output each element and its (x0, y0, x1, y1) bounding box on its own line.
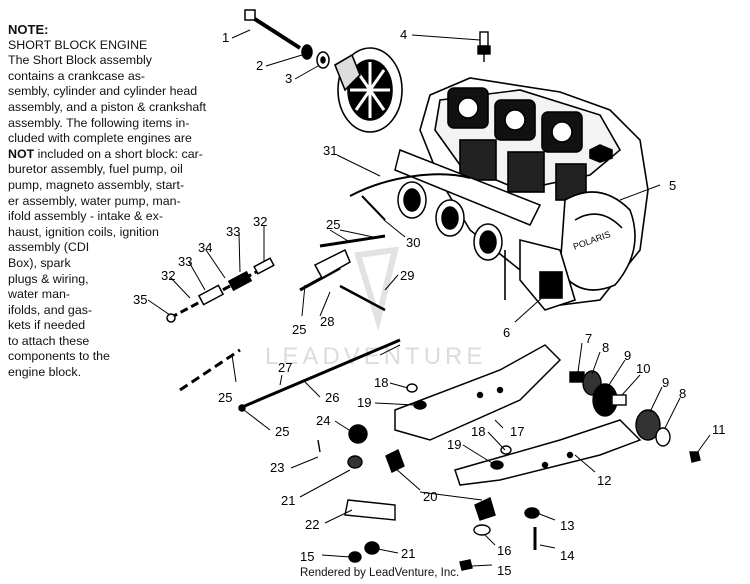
callout-18b: 18 (471, 424, 485, 439)
callout-32b: 32 (161, 268, 175, 283)
callout-19b: 19 (447, 437, 461, 452)
pin-30 (361, 195, 386, 221)
callout-30: 30 (406, 235, 420, 250)
callout-28: 28 (320, 314, 334, 329)
callout-6: 6 (503, 325, 510, 340)
watermark-logo: LEADVENTURE (265, 246, 486, 370)
mount-plates (394, 344, 642, 486)
note-line: sembly, cylinder and cylinder head (8, 84, 198, 99)
callout-21: 21 (281, 493, 295, 508)
render-credit: Rendered by LeadVenture, Inc. (300, 567, 460, 579)
callout-numbers: 1 2 3 4 5 6 7 8 9 10 9 8 11 12 13 14 15 … (133, 27, 726, 578)
callout-12: 12 (597, 473, 611, 488)
note-line: engine block. (8, 365, 82, 380)
note-line: buretor assembly, fuel pump, oil (8, 162, 183, 177)
note-line: haust, ignition coils, ignition (8, 224, 159, 239)
throttle-cable (349, 173, 471, 197)
callout-19: 19 (357, 395, 371, 410)
callout-21b: 21 (401, 546, 415, 561)
callout-20: 20 (423, 489, 437, 504)
note-line: water man- (8, 287, 70, 302)
callout-24: 24 (316, 413, 330, 428)
note-line: components to the (8, 349, 110, 364)
note-line: assembly (CDI (8, 240, 90, 255)
note-line: Box), spark (8, 255, 71, 270)
note-line: SHORT BLOCK ENGINE (8, 37, 148, 52)
callout-35: 35 (133, 292, 147, 307)
callout-18: 18 (374, 375, 388, 390)
callout-4: 4 (400, 27, 407, 42)
note-line: contains a crankcase as- (8, 68, 146, 83)
callout-23: 23 (270, 460, 284, 475)
mount-hardware (317, 370, 701, 571)
note-line: ifold assembly - intake & ex- (8, 209, 163, 224)
fastener-rods (166, 234, 401, 412)
note-line: ifolds, and gas- (8, 302, 93, 317)
note-line: pump, magneto assembly, start- (8, 177, 185, 192)
short-block-note: NOTE: SHORT BLOCK ENGINE The Short Block… (8, 22, 236, 381)
note-line-not: NOT included on a short block: car- (8, 147, 236, 163)
note-line: to attach these (8, 333, 90, 348)
callout-22: 22 (305, 517, 319, 532)
callout-15b: 15 (497, 563, 511, 578)
watermark-text: LEADVENTURE (265, 343, 486, 370)
note-line: The Short Block assembly (8, 53, 152, 68)
note-line: assembly. The following items in- (8, 115, 190, 130)
drive-pulley (334, 47, 403, 133)
note-line: assembly, and a piston & crankshaft (8, 99, 207, 114)
callout-31: 31 (323, 143, 337, 158)
callout-9: 9 (624, 348, 631, 363)
callout-25b: 25 (292, 322, 306, 337)
note-not-rest: included on a short block: car- (34, 146, 203, 161)
note-line: plugs & wiring, (8, 271, 89, 286)
callout-25d: 25 (275, 424, 289, 439)
callout-3: 3 (285, 71, 292, 86)
note-line: cluded with complete engines are (8, 131, 192, 146)
callout-33b: 33 (178, 254, 192, 269)
engine-block: POLARIS (419, 77, 649, 311)
callout-32a: 32 (253, 214, 267, 229)
callout-34: 34 (198, 240, 212, 255)
callout-15: 15 (300, 549, 314, 564)
callout-8: 8 (602, 340, 609, 355)
callout-9b: 9 (662, 375, 669, 390)
intake-manifold (394, 148, 542, 261)
callout-5: 5 (669, 178, 676, 193)
note-title: NOTE: (8, 22, 49, 37)
callout-2: 2 (256, 58, 263, 73)
callout-17: 17 (510, 424, 524, 439)
callout-1: 1 (222, 30, 229, 45)
callout-25c: 25 (218, 390, 232, 405)
note-line: kets if needed (8, 318, 86, 333)
leader-lines (147, 29, 711, 567)
note-line: er assembly, water pump, man- (8, 193, 181, 208)
callout-8b: 8 (679, 386, 686, 401)
callout-11: 11 (712, 422, 726, 437)
callout-10: 10 (636, 361, 650, 376)
callout-27: 27 (278, 360, 292, 375)
callout-16: 16 (497, 543, 511, 558)
callout-25a: 25 (326, 217, 340, 232)
callout-7: 7 (585, 331, 592, 346)
bolt-washer-set (244, 9, 330, 69)
callout-29: 29 (400, 268, 414, 283)
callout-26: 26 (325, 390, 339, 405)
callout-14: 14 (560, 548, 574, 563)
note-not-word: NOT (8, 146, 35, 161)
callout-33a: 33 (226, 224, 240, 239)
callout-13: 13 (560, 518, 574, 533)
spark-plug (477, 31, 491, 62)
